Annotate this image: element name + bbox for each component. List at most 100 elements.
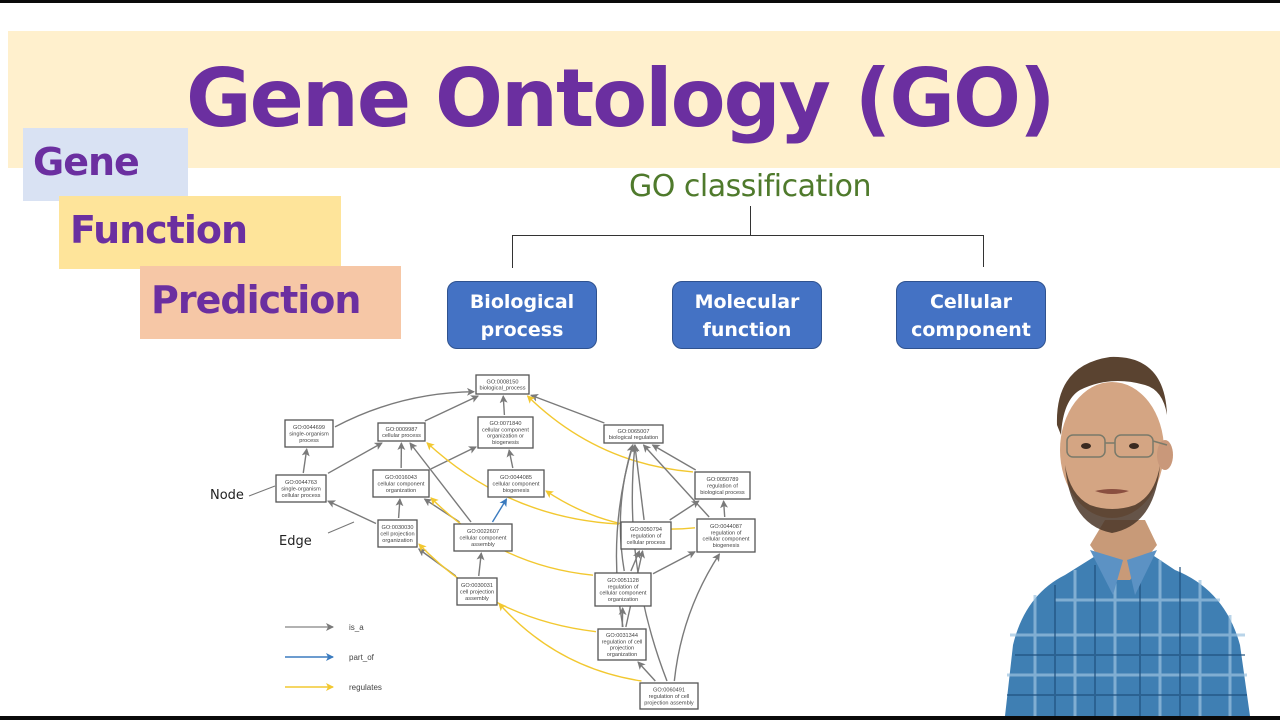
graph-node-label: cell projection	[460, 590, 494, 596]
top-border	[0, 0, 1280, 3]
graph-node-box	[372, 469, 430, 498]
graph-node-id: GO:0060491	[653, 688, 685, 694]
graph-node-label: regulation of	[707, 484, 738, 490]
graph-node-label: cellular process	[282, 493, 321, 499]
node-pointer-line	[248, 485, 276, 497]
edge-is-a	[631, 444, 645, 521]
graph-node-label: process	[299, 438, 319, 444]
tag-function: Function	[59, 196, 341, 269]
graph-node-label: cellular component	[460, 536, 507, 542]
graph-node-box	[639, 682, 699, 710]
go-classification-heading: GO classification	[629, 169, 871, 204]
edge-is-a	[637, 661, 656, 682]
edge-is-a	[506, 449, 515, 469]
edge-is-a	[673, 553, 721, 682]
graph-node-label: biological regulation	[609, 435, 658, 441]
graph-node-id: GO:0044087	[710, 524, 742, 530]
graph-node-box	[377, 422, 426, 442]
category-line2: component	[911, 319, 1031, 341]
graph-node-box	[597, 628, 647, 661]
edge-is-a	[334, 387, 475, 428]
graph-node-box	[487, 469, 545, 498]
graph-node-id: GO:0016043	[385, 475, 417, 481]
edge-is-a	[720, 500, 729, 518]
graph-node-id: GO:0044763	[285, 480, 317, 486]
category-biological-process: Biological process	[447, 281, 597, 349]
category-line1: Biological	[469, 291, 575, 313]
edge-regulates	[545, 490, 696, 530]
tree-stem	[750, 206, 751, 236]
category-line2: process	[480, 319, 564, 341]
graph-node-id: GO:0030031	[461, 583, 493, 589]
page-title: Gene Ontology (GO)	[186, 52, 1056, 145]
tag-gene: Gene	[23, 128, 188, 201]
edge-pointer-line	[327, 521, 355, 534]
graph-node-label: organization	[382, 538, 412, 544]
graph-node-label: organization	[386, 488, 416, 494]
category-line2: function	[702, 319, 792, 341]
graph-node-box	[275, 474, 327, 503]
edge-part-of	[491, 498, 508, 523]
graph-node-label: organization or	[487, 434, 524, 440]
edge-is-a	[619, 444, 635, 572]
edge-is-a	[630, 444, 668, 682]
graph-node-box	[696, 518, 756, 553]
graph-node-label: cellular component	[378, 482, 425, 488]
edge-is-a	[301, 448, 310, 474]
edge-is-a	[652, 551, 696, 575]
edge-is-a	[409, 442, 472, 523]
graph-node-label: biological process	[700, 490, 745, 496]
edge-is-a	[476, 552, 485, 577]
edge-regulates	[426, 442, 620, 525]
face	[1060, 382, 1164, 518]
hair	[1056, 356, 1167, 435]
graph-node-id: GO:0071840	[489, 421, 521, 427]
edge-regulates	[418, 543, 597, 633]
graph-node-id: GO:0009987	[385, 427, 417, 433]
graph-node-label: cellular process	[627, 540, 666, 546]
graph-node-label: biogenesis	[713, 543, 740, 549]
tree-branch-right	[983, 235, 984, 267]
graph-node-id: GO:0030030	[381, 525, 413, 531]
graph-node-label: organization	[608, 597, 638, 603]
graph-node-label: regulation of cell	[602, 639, 643, 645]
graph-node-label: cellular component	[493, 482, 540, 488]
graph-node-label: single-organism	[281, 487, 321, 493]
graph-node-id: GO:0022607	[467, 529, 499, 535]
graph-node-label: biogenesis	[492, 440, 519, 446]
graph-node-label: cellular component	[482, 427, 529, 433]
edge-is-a	[327, 500, 377, 525]
tag-prediction: Prediction	[140, 266, 401, 339]
graph-node-id: GO:0050789	[706, 477, 738, 483]
graph-node-label: cellular component	[703, 537, 750, 543]
graph-node-label: single-organism	[289, 432, 329, 438]
edge-annotation: Edge	[279, 534, 312, 549]
edge-is-a	[530, 394, 605, 424]
graph-node-id: GO:0050794	[630, 527, 662, 533]
edge-is-a	[424, 395, 479, 422]
graph-node-box	[694, 471, 751, 500]
category-line1: Cellular	[929, 291, 1013, 313]
edge-is-a	[327, 442, 383, 474]
graph-node-label: projection assembly	[644, 700, 694, 706]
graph-node-box	[284, 419, 334, 448]
graph-node-label: assembly	[465, 596, 489, 602]
legend-is-a-label: is_a	[349, 623, 364, 632]
legend: is_a part_of regulates	[285, 623, 382, 692]
edge-is-a	[651, 444, 697, 471]
